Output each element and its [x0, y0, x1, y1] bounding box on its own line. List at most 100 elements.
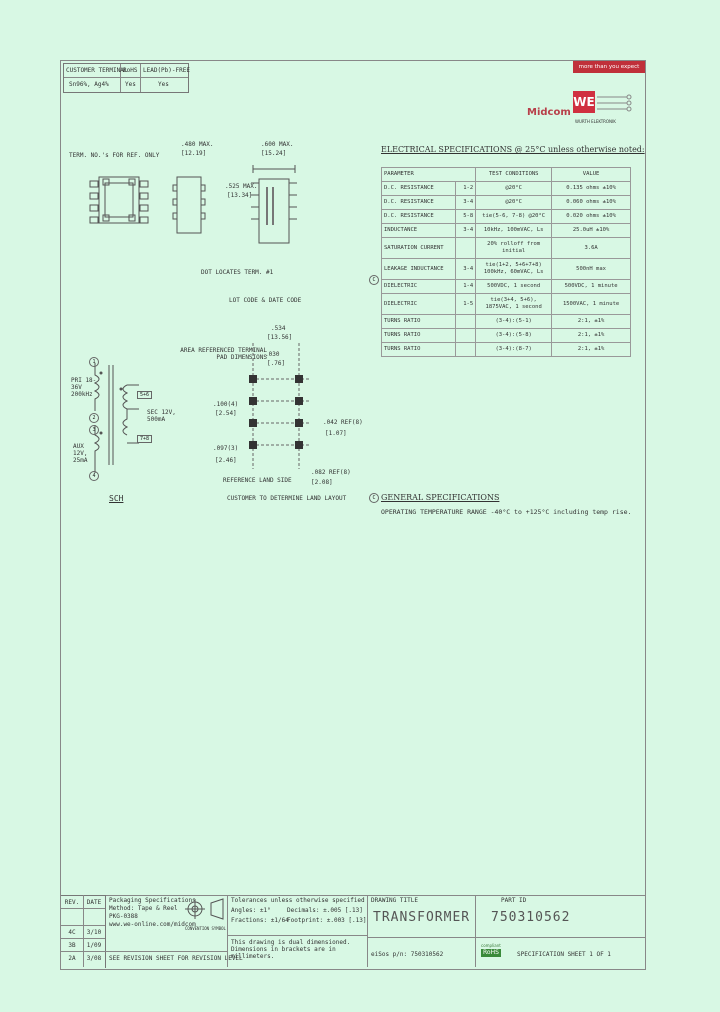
spec-pins [455, 237, 477, 259]
dot-locates-note: DOT LOCATES TERM. #1 [201, 269, 274, 276]
lot-code-note: LOT CODE & DATE CODE [229, 297, 302, 304]
footprint-tolerance: Footprint: ±.003 [.13] [287, 917, 367, 924]
dim-b-mm: [15.24] [261, 150, 287, 157]
area-ref-note: AREA REFERENCED TERMINAL PAD DIMENSIONS [180, 347, 267, 361]
reference-land-note: REFERENCE LAND SIDE [223, 477, 292, 484]
title-block-top [61, 895, 645, 896]
table-header-row: PARAMETER TEST CONDITIONS VALUE [380, 167, 631, 182]
sch-sec-label: SEC 12V, 500mA [147, 409, 176, 423]
terminal-value-3: Yes [158, 81, 169, 88]
spec-conditions: tie(3+4, 5+6), 1875VAC, 1 second [475, 293, 553, 315]
rohs-label: RoHS [481, 949, 501, 957]
spec-conditions: @20°C [475, 181, 553, 196]
spec-value: 500VDC, 1 minute [551, 279, 631, 294]
spec-row: TURNS RATIO(3-4):(5-1)2:1, ±1% [380, 314, 631, 329]
dim-097-mm: [2.46] [215, 457, 237, 464]
dim-030-mm: [.76] [267, 360, 286, 367]
rev-marker-b: C [369, 493, 379, 503]
header-value: VALUE [551, 167, 631, 182]
spec-pins: 3-4 [455, 195, 477, 210]
date-header: DATE [86, 899, 102, 906]
spec-pins [455, 342, 477, 357]
spec-value: 2:1, ±1% [551, 342, 631, 357]
rohs-badge: compliant RoHS [479, 943, 511, 961]
spec-conditions: (3-4):(5-8) [475, 328, 553, 343]
schematic-drawing [93, 363, 139, 473]
we-logo: WE [573, 91, 595, 113]
spec-parameter: D.C. RESISTANCE [380, 195, 457, 210]
header-parameter: PARAMETER [380, 167, 477, 182]
customer-land-note: CUSTOMER TO DETERMINE LAND LAYOUT [227, 495, 347, 502]
convention-symbol-label: CONVENTION SYMBOL [185, 926, 226, 931]
dim-534: .534 [271, 325, 286, 332]
spec-conditions: 20% rolloff from initial [475, 237, 553, 259]
spec-pins [455, 328, 477, 343]
dim-a: .480 MAX. [181, 141, 214, 148]
terminal-header-1: CUSTOMER TERMINAL [66, 67, 128, 74]
spec-conditions: tie(1+2, 5+6+7+8) 100kHz, 60mVAC, Ls [475, 258, 553, 280]
dim-082-mm: [2.08] [311, 479, 333, 486]
general-spec-text: OPERATING TEMPERATURE RANGE -40°C to +12… [381, 508, 632, 516]
spec-value: 0.135 ohms ±10% [551, 181, 631, 196]
electrical-spec-table: PARAMETER TEST CONDITIONS VALUE D.C. RES… [380, 167, 631, 357]
drawing-title: TRANSFORMER [373, 910, 471, 925]
sheet-number: SPECIFICATION SHEET 1 OF 1 [517, 951, 611, 958]
spec-value: 500nH max [551, 258, 631, 280]
brand-logo: Midcom WE WURTH ELEKTRONIK [527, 91, 637, 133]
spec-parameter: DIELECTRIC [380, 293, 457, 315]
spec-pins: 5-8 [455, 209, 477, 224]
date-3: 3/08 [86, 955, 102, 962]
circuit-lines-icon [597, 94, 632, 112]
spec-pins: 1-2 [455, 181, 477, 196]
spec-pins: 1-4 [455, 279, 477, 294]
date-1: 3/10 [86, 929, 102, 936]
spec-row: TURNS RATIO(3-4):(5-8)2:1, ±1% [380, 328, 631, 343]
sch-pri-label: PRI 18-36V 200kHz [71, 377, 97, 398]
fractions-tolerance: Fractions: ±1/64 [231, 917, 289, 924]
general-spec-title: GENERAL SPECIFICATIONS [381, 493, 500, 502]
spec-parameter: TURNS RATIO [380, 342, 457, 357]
spec-parameter: DIELECTRIC [380, 279, 457, 294]
pin-3-marker: 3 [89, 425, 99, 435]
rev-1: 4C [68, 929, 76, 936]
projection-symbol-icon [185, 898, 224, 920]
drawing-sheet: CUSTOMER TERMINAL RoHS LEAD(Pb)-FREE Sn9… [60, 60, 646, 970]
spec-value: 0.060 ohms ±10% [551, 195, 631, 210]
spec-parameter: D.C. RESISTANCE [380, 181, 457, 196]
pin-4-marker: 4 [89, 471, 99, 481]
term-nos-note: TERM. NO.'s FOR REF. ONLY [69, 152, 160, 159]
pin-1-marker: 1 [89, 357, 99, 367]
terminal-table: CUSTOMER TERMINAL RoHS LEAD(Pb)-FREE Sn9… [63, 63, 190, 93]
packaging-code: PKG-0388 [109, 913, 138, 920]
spec-conditions: tie(5-6, 7-8) @20°C [475, 209, 553, 224]
spec-parameter: TURNS RATIO [380, 328, 457, 343]
rev-header: REV. [64, 899, 80, 906]
tolerances-label: Tolerances unless otherwise specified [231, 897, 365, 904]
electrical-spec-title: ELECTRICAL SPECIFICATIONS @ 25°C unless … [381, 145, 645, 154]
terminal-value-2: Yes [125, 81, 136, 88]
date-2: 1/09 [86, 942, 102, 949]
spec-parameter: INDUCTANCE [380, 223, 457, 238]
revision-note: SEE REVISION SHEET FOR REVISION LEVEL [109, 955, 243, 962]
terminal-value-1: Sn96%, Ag4% [69, 81, 109, 88]
dim-100: .100(4) [213, 401, 239, 408]
dim-042: .042 REF(8) [323, 419, 363, 426]
mpn-label: eiSos p/n: 750310562 [371, 951, 444, 958]
terminal-header-2: RoHS [123, 67, 138, 74]
spec-row: TURNS RATIO(3-4):(8-7)2:1, ±1% [380, 342, 631, 357]
rev-2: 3B [68, 942, 76, 949]
rohs-compliant-text: compliant [481, 943, 501, 948]
spec-parameter: TURNS RATIO [380, 314, 457, 329]
angles-tolerance: Angles: ±1° [231, 907, 271, 914]
spec-conditions: 10kHz, 100mVAC, Ls [475, 223, 553, 238]
part-id: 750310562 [491, 910, 571, 925]
dim-082: .082 REF(8) [311, 469, 351, 476]
dim-030: .030 [265, 351, 280, 358]
spec-conditions: @20°C [475, 195, 553, 210]
